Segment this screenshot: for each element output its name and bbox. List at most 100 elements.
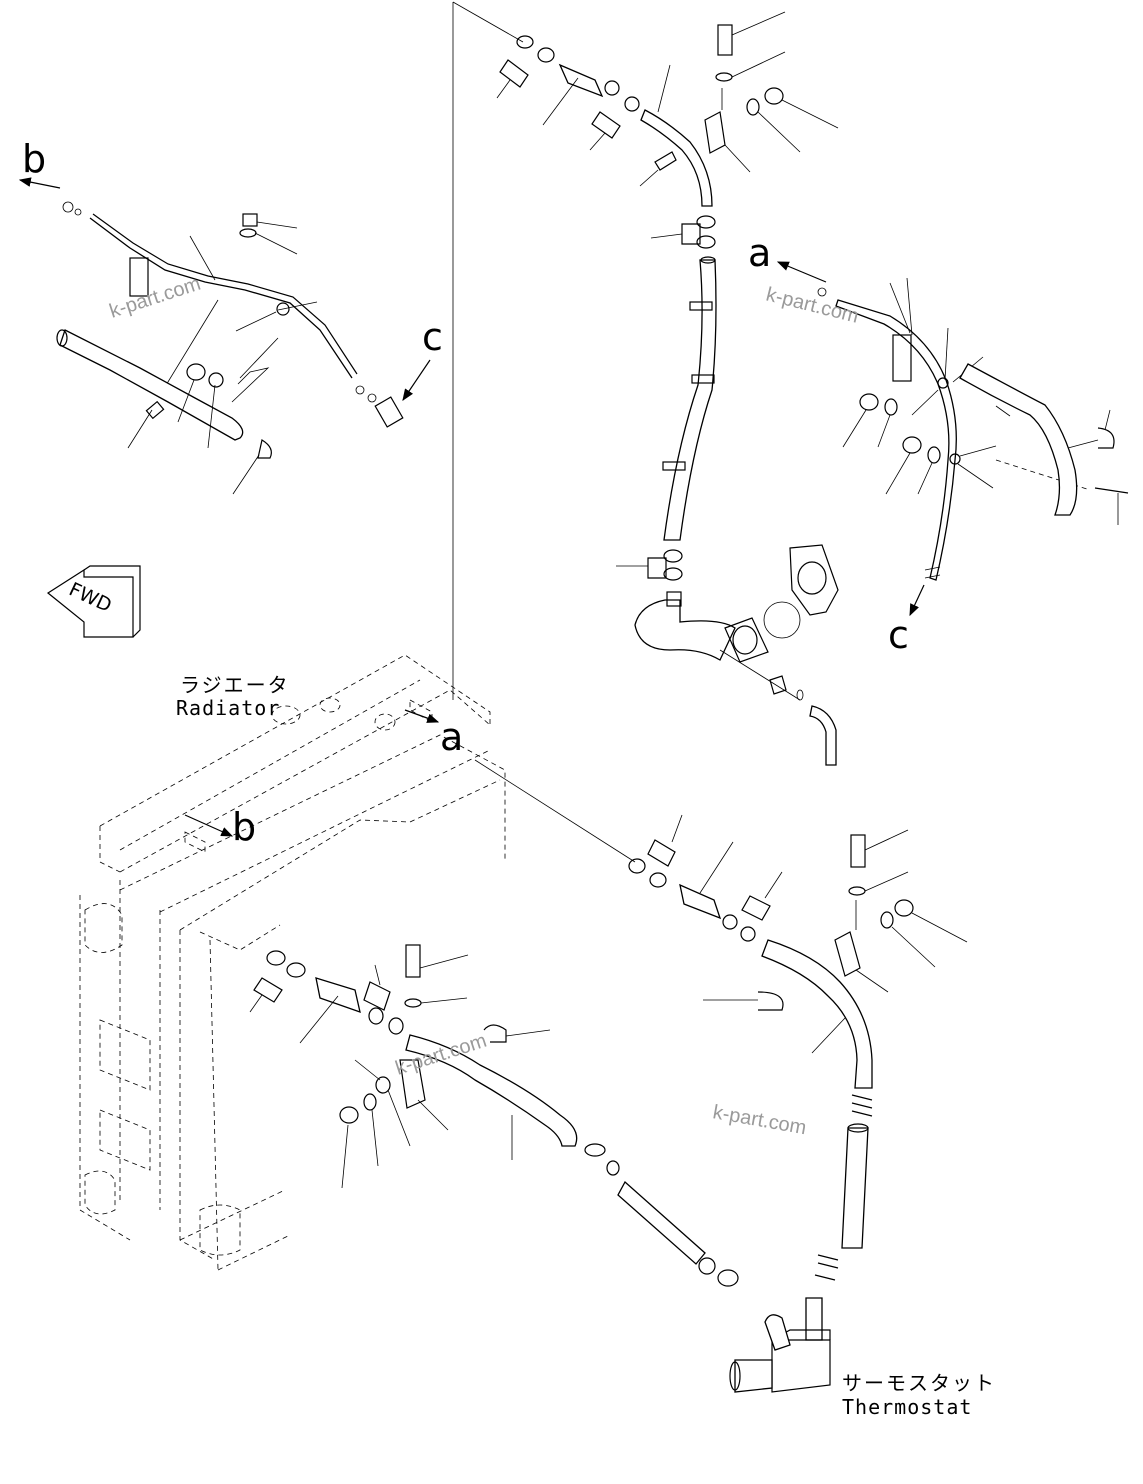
hose-end-mark — [924, 574, 941, 579]
ref-c-right: c — [888, 613, 909, 657]
leader-line — [277, 301, 318, 311]
fitting-icon — [355, 385, 365, 395]
hose-clamp-icon — [722, 914, 738, 930]
leader-line — [589, 132, 606, 151]
nut-icon — [339, 1106, 359, 1124]
u-clip-icon — [257, 439, 272, 459]
u-clip-icon — [1097, 427, 1115, 449]
hose-clamp-icon — [698, 1257, 716, 1275]
hose-clamp-icon — [368, 1007, 384, 1025]
clip-icon — [276, 302, 290, 316]
inlet-port — [374, 713, 396, 731]
water-elbow — [634, 599, 736, 661]
hose-clamp-icon — [817, 1254, 839, 1269]
ref-a-radiator: a — [440, 715, 463, 759]
bolt-icon — [145, 400, 165, 420]
hose-clamp-icon — [388, 1017, 404, 1035]
clamp-tag — [591, 111, 621, 139]
lower-hose-stub — [84, 1170, 116, 1215]
vertical-hose — [841, 1127, 869, 1249]
radiator-panel — [199, 924, 281, 951]
leader-line — [542, 77, 579, 126]
radiator-core-panel — [99, 1109, 151, 1171]
hose-clamp-icon — [286, 962, 306, 978]
leader-line — [891, 926, 936, 968]
hose-end-mark — [924, 566, 941, 571]
radiator-outlet — [199, 1204, 241, 1256]
top-left-assembly — [18, 177, 431, 495]
hose-clamp-icon — [696, 215, 716, 229]
leader-line — [959, 445, 997, 457]
leader-line — [719, 649, 801, 701]
leader-line — [505, 1029, 551, 1037]
radiator-core-right — [179, 930, 216, 1261]
radiator-left-side — [79, 895, 131, 1241]
ref-b-radiator: b — [232, 805, 256, 849]
top-right-assembly — [496, 11, 1129, 766]
watermark: k-part.com — [764, 284, 861, 328]
leader-line — [189, 235, 216, 281]
rubber-hose — [679, 883, 722, 920]
leader-line — [387, 1089, 411, 1147]
radiator-body — [79, 654, 506, 1271]
hose-clamp-icon — [649, 872, 667, 888]
clip-icon — [691, 374, 715, 384]
radiator-top-inner — [119, 679, 421, 851]
leader-line — [906, 277, 913, 336]
leader-line — [911, 912, 968, 943]
leader-line — [957, 463, 994, 489]
bracket-outline — [231, 367, 270, 403]
leader-line — [177, 379, 195, 423]
clamp-tag — [681, 223, 701, 245]
hose-clamp-icon — [814, 1274, 836, 1281]
clamp-tag — [499, 59, 529, 88]
small-tube-right — [835, 299, 957, 581]
leader-line — [1067, 439, 1099, 449]
radiator-label: Radiator — [176, 696, 280, 720]
thermostat-label-jp: サーモスタット — [842, 1371, 996, 1395]
rubber-hose — [315, 977, 361, 1014]
watermark: k-part.com — [107, 273, 204, 323]
hose-clamp-icon — [663, 567, 683, 581]
bolt-icon — [1094, 487, 1129, 494]
clamp-tag — [363, 981, 391, 1011]
clamp-tag — [647, 839, 676, 867]
arrow-b-radiator — [184, 814, 234, 837]
leader-line — [650, 233, 683, 239]
leader-line — [855, 969, 889, 993]
leader-line — [207, 384, 216, 449]
leader-line — [731, 11, 786, 36]
arrow-b-top — [18, 177, 61, 189]
leader-line — [235, 311, 277, 332]
hose-clamp-icon — [663, 549, 683, 563]
washer-icon — [74, 208, 82, 216]
arrow-c-top — [402, 359, 431, 401]
washer-icon — [880, 911, 894, 929]
thermostat-cover-icon — [789, 544, 839, 616]
fwd-indicator: FWD — [46, 565, 141, 638]
arrow-a-top — [776, 261, 827, 283]
leader-line — [657, 64, 671, 113]
hose-clamp-icon — [624, 96, 640, 112]
bent-pipe-bottom — [761, 939, 873, 1089]
cover-bore — [797, 561, 827, 595]
mount-bracket — [834, 931, 861, 977]
arrow-c-right — [909, 584, 925, 617]
clamp-tag — [741, 895, 771, 921]
filler-neck — [271, 705, 301, 725]
leader-line — [757, 111, 801, 153]
hose-clamp-icon — [606, 1160, 620, 1176]
leader-line — [249, 994, 263, 1013]
leader-line — [781, 99, 839, 129]
clamp-bracket — [892, 334, 912, 382]
sensor-port — [319, 697, 341, 713]
clip-icon — [662, 461, 686, 471]
divider-leader — [452, 1, 524, 43]
leader-line — [354, 1059, 381, 1081]
hose-clamp-icon — [851, 1094, 873, 1117]
leader-line — [811, 1017, 846, 1054]
hose-end — [847, 1123, 869, 1133]
arrow-a-radiator — [404, 709, 440, 723]
nut-icon — [894, 899, 914, 917]
nut-icon — [764, 87, 784, 105]
